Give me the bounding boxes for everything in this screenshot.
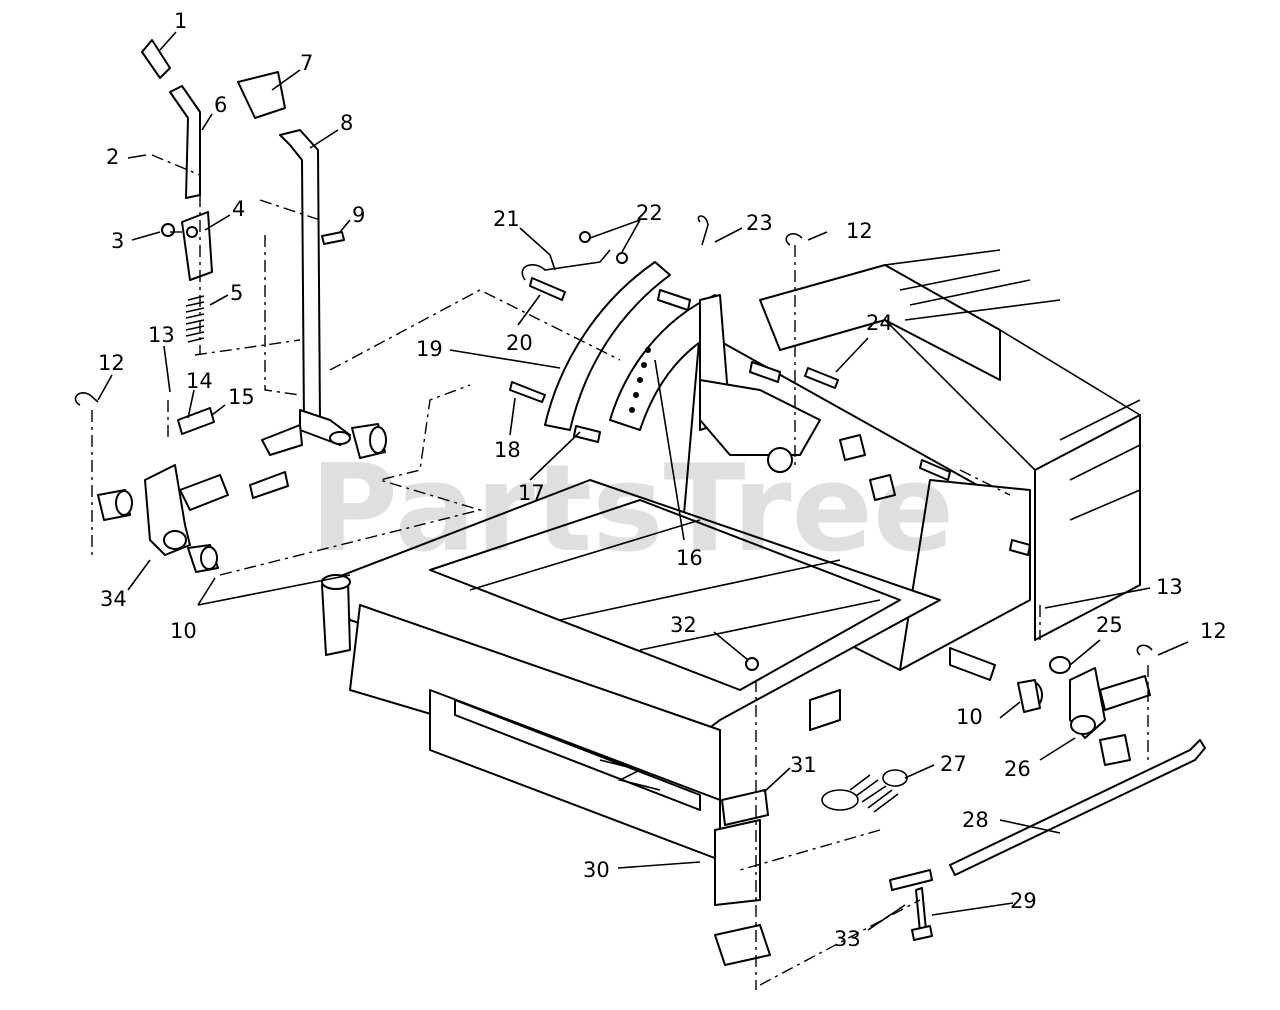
lever-handle-rod xyxy=(169,85,201,199)
callout-31: 31 xyxy=(790,753,817,777)
callout-3: 3 xyxy=(111,229,124,253)
callout-18: 18 xyxy=(494,438,521,462)
callout-32: 32 xyxy=(670,613,697,637)
assembly-lines xyxy=(91,154,1149,990)
bushing-left xyxy=(97,423,387,573)
lift-rod xyxy=(949,739,1206,876)
hitch-wire xyxy=(521,249,611,281)
callout-16: 16 xyxy=(676,546,703,570)
callout-24: 24 xyxy=(866,311,893,335)
lift-lever xyxy=(261,129,351,456)
callout-22: 22 xyxy=(636,201,663,225)
callout-34: 34 xyxy=(100,587,127,611)
callout-14: 14 xyxy=(186,369,213,393)
callout-10-right: 10 xyxy=(956,705,983,729)
link-plate xyxy=(177,407,289,499)
callout-20: 20 xyxy=(506,331,533,355)
leader-lines xyxy=(97,31,1189,931)
callout-19: 19 xyxy=(416,337,443,361)
right-pivot-bracket xyxy=(1069,667,1151,739)
callout-26: 26 xyxy=(1004,757,1031,781)
callout-12-top: 12 xyxy=(846,219,873,243)
callout-33: 33 xyxy=(834,927,861,951)
callout-25: 25 xyxy=(1096,613,1123,637)
callout-23: 23 xyxy=(746,211,773,235)
watermark: PartsTree xyxy=(310,440,954,579)
callout-10-left: 10 xyxy=(170,619,197,643)
callout-2: 2 xyxy=(106,145,119,169)
callout-4: 4 xyxy=(232,197,245,221)
callout-13-right: 13 xyxy=(1156,575,1183,599)
callout-9: 9 xyxy=(352,203,365,227)
callout-13-left: 13 xyxy=(148,323,175,347)
callout-5: 5 xyxy=(230,281,243,305)
callout-6: 6 xyxy=(214,93,227,117)
callout-12-right: 12 xyxy=(1200,619,1227,643)
latch-bracket xyxy=(181,211,213,281)
callout-30: 30 xyxy=(583,858,610,882)
callout-28: 28 xyxy=(962,808,989,832)
callout-8: 8 xyxy=(340,111,353,135)
callout-12-left: 12 xyxy=(98,351,125,375)
callout-21: 21 xyxy=(493,207,520,231)
extension-spring xyxy=(821,769,908,813)
callout-labels: 1 2 3 4 5 6 7 8 9 10 10 12 12 12 13 13 1… xyxy=(98,9,1227,951)
spring xyxy=(185,295,205,343)
clips xyxy=(74,215,1153,656)
callout-17: 17 xyxy=(518,481,545,505)
hardware-bolts xyxy=(161,223,1031,671)
grip xyxy=(141,39,171,79)
callout-1: 1 xyxy=(174,9,187,33)
callout-15: 15 xyxy=(228,385,255,409)
left-pivot-bracket xyxy=(144,464,229,556)
callout-27: 27 xyxy=(940,752,967,776)
bushing-right xyxy=(949,647,1131,766)
pedal-pad xyxy=(237,71,286,119)
callout-29: 29 xyxy=(1010,889,1037,913)
main-frame xyxy=(321,249,1141,966)
callout-7: 7 xyxy=(300,51,313,75)
quadrant-assembly xyxy=(544,261,896,501)
